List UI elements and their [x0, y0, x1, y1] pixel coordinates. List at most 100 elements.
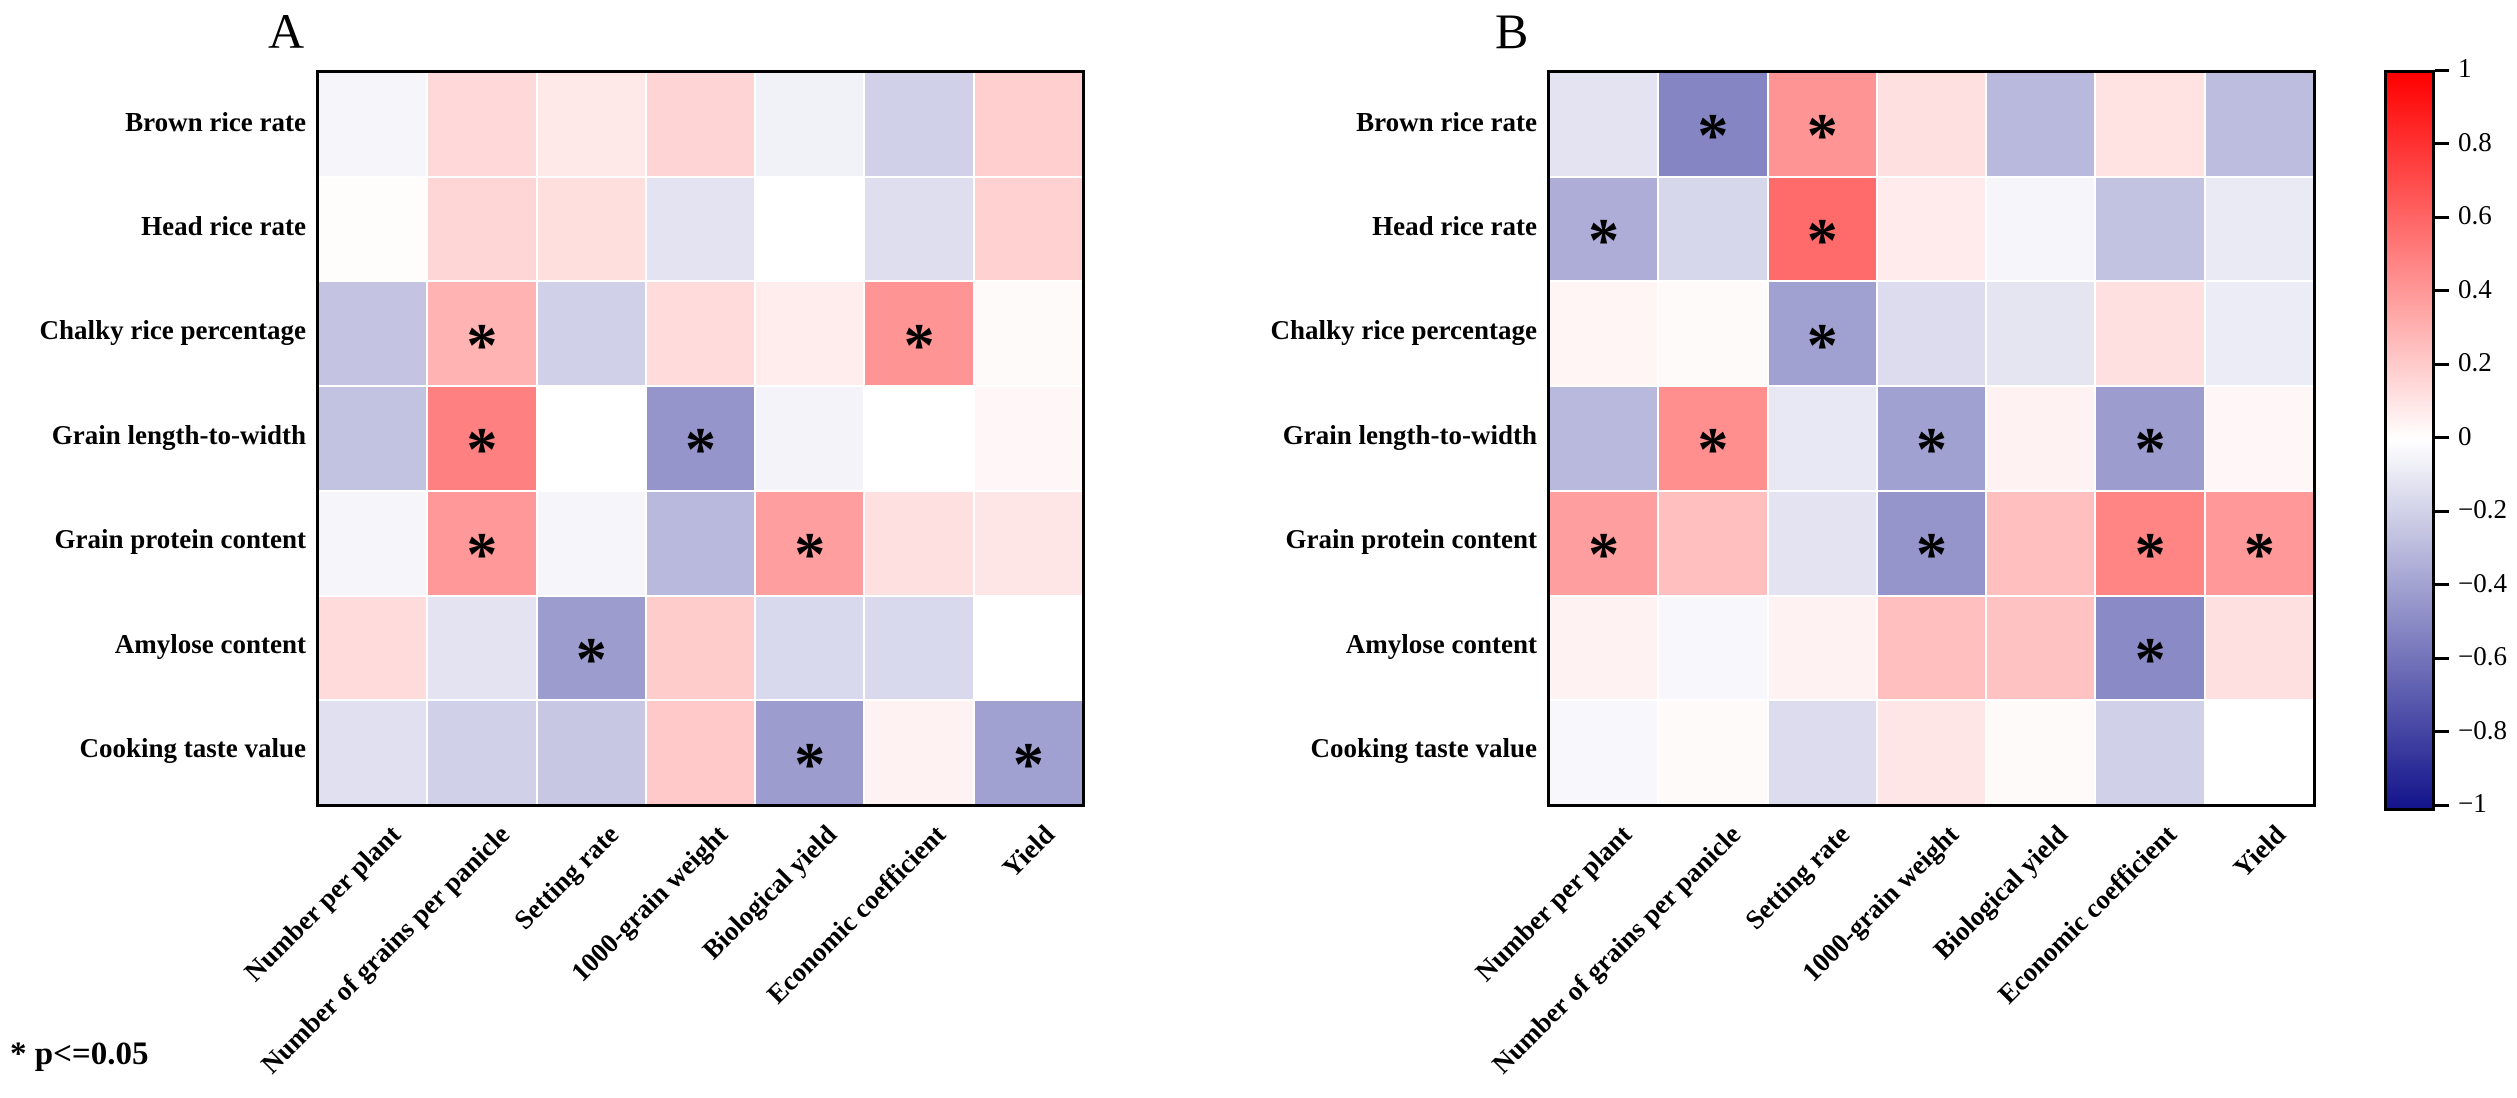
- heatmap-cell: [2096, 73, 2204, 176]
- colorbar-tick: [2435, 509, 2449, 513]
- row-label: Grain protein content: [1285, 524, 1538, 555]
- heatmap-cell: [865, 701, 973, 804]
- heatmap-cell: [865, 596, 973, 700]
- heatmap-cell: [2096, 701, 2204, 804]
- colorbar-tick-label: −0.8: [2458, 714, 2507, 745]
- row-label: Head rice rate: [1372, 210, 1537, 241]
- significance-asterisk: *: [2243, 521, 2275, 590]
- heatmap-cell: [756, 177, 864, 281]
- heatmap-cell: [756, 387, 864, 490]
- heatmap-cell: [537, 701, 645, 804]
- row-label: Chalky rice percentage: [1270, 315, 1537, 346]
- heatmap-cell: [1659, 491, 1767, 595]
- heatmap-cell: [974, 387, 1082, 490]
- colorbar-tick-label: 0: [2458, 420, 2472, 451]
- heatmap-cell: [974, 491, 1082, 595]
- colorbar-tick-label: 1: [2458, 53, 2472, 83]
- heatmap-cell: [1550, 73, 1658, 176]
- heatmap-cell: [1768, 491, 1876, 595]
- heatmap-cell: [1987, 701, 2095, 804]
- significance-asterisk: *: [1697, 102, 1729, 171]
- heatmap-cell: *: [1768, 282, 1876, 386]
- heatmap-cell: [319, 282, 427, 386]
- colorbar-tick-label: −0.2: [2458, 494, 2507, 524]
- heatmap-cell: [865, 73, 973, 176]
- heatmap-cell: [428, 701, 536, 804]
- heatmap-cell: [974, 282, 1082, 386]
- panel-b-heatmap: *************: [1547, 70, 2316, 807]
- colorbar-tick: [2435, 362, 2449, 366]
- colorbar-gradient: [2384, 70, 2435, 811]
- panel-b-title: B: [1495, 3, 1529, 59]
- heatmap-cell: *: [974, 701, 1082, 804]
- colorbar-tick: [2435, 289, 2449, 292]
- row-label: Brown rice rate: [125, 106, 306, 137]
- heatmap-cell: [1659, 596, 1767, 700]
- significance-asterisk: *: [794, 521, 826, 590]
- row-label: Amylose content: [114, 628, 306, 659]
- panel-a-heatmap: * * * * * * * * *: [316, 70, 1085, 807]
- heatmap-cell: *: [1550, 491, 1658, 595]
- colorbar-tick: [2435, 583, 2449, 586]
- heatmap-cell: [2205, 177, 2313, 281]
- heatmap-cell: *: [1550, 177, 1658, 281]
- heatmap-cell: *: [1877, 387, 1986, 490]
- heatmap-cell: [428, 73, 536, 176]
- heatmap-cell: [646, 491, 755, 595]
- heatmap-cell: [319, 596, 427, 700]
- heatmap-cell: [2096, 177, 2204, 281]
- heatmap-cell: [1877, 596, 1986, 700]
- significance-asterisk: *: [903, 311, 935, 380]
- heatmap-cell: [2205, 73, 2313, 176]
- significance-asterisk: *: [466, 311, 498, 380]
- significance-asterisk: *: [575, 625, 607, 694]
- heatmap-cell: [1877, 177, 1986, 281]
- significance-asterisk: *: [1012, 730, 1044, 799]
- significance-asterisk: *: [1915, 521, 1947, 590]
- row-label: Cooking taste value: [1310, 733, 1537, 764]
- colorbar-tick-label: 0.2: [2458, 347, 2492, 377]
- heatmap-cell: [646, 177, 755, 281]
- significance-asterisk: *: [1806, 102, 1838, 171]
- heatmap-cell: [319, 491, 427, 595]
- colorbar-tick-label: −0.6: [2458, 641, 2507, 671]
- heatmap-cell: *: [865, 282, 973, 386]
- heatmap-cell: [2205, 282, 2313, 386]
- row-label: Brown rice rate: [1356, 106, 1537, 137]
- colorbar-tick: [2435, 656, 2449, 660]
- heatmap-cell: *: [646, 387, 755, 490]
- colorbar-tick: [2435, 730, 2449, 733]
- heatmap-cell: *: [2096, 387, 2204, 490]
- heatmap-cell: [1550, 596, 1658, 700]
- heatmap-cell: [1987, 491, 2095, 595]
- heatmap-cell: *: [756, 491, 864, 595]
- heatmap-cell: [646, 73, 755, 176]
- heatmap-cell: [1987, 282, 2095, 386]
- heatmap-cell: [428, 596, 536, 700]
- heatmap-cell: *: [1768, 73, 1876, 176]
- significance-asterisk: *: [466, 521, 498, 590]
- colorbar-tick: [2435, 68, 2449, 72]
- row-label: Chalky rice percentage: [39, 315, 306, 346]
- heatmap-cell: *: [537, 596, 645, 700]
- heatmap-cell: [646, 701, 755, 804]
- heatmap-cell: [1768, 701, 1876, 804]
- heatmap-cell: [1659, 701, 1767, 804]
- heatmap-cell: *: [756, 701, 864, 804]
- heatmap-cell: *: [2096, 491, 2204, 595]
- row-label: Amylose content: [1345, 628, 1537, 659]
- heatmap-cell: [537, 282, 645, 386]
- heatmap-cell: *: [428, 387, 536, 490]
- significance-asterisk: *: [2134, 521, 2166, 590]
- heatmap-cell: [537, 177, 645, 281]
- heatmap-cell: [319, 73, 427, 176]
- heatmap-cell: [974, 596, 1082, 700]
- heatmap-cell: [537, 73, 645, 176]
- heatmap-cell: [646, 282, 755, 386]
- significance-asterisk: *: [1697, 416, 1729, 485]
- heatmap-cell: [1987, 387, 2095, 490]
- heatmap-cell: [2205, 387, 2313, 490]
- heatmap-cell: [1877, 73, 1986, 176]
- heatmap-cell: *: [428, 491, 536, 595]
